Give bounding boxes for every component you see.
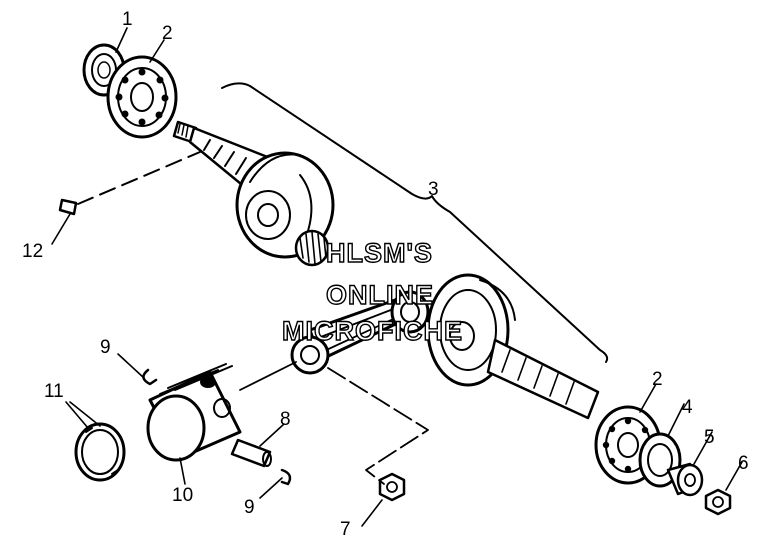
label-part-2-bottom: 2 <box>652 369 663 390</box>
label-part-7: 7 <box>340 519 351 540</box>
leader-lines <box>51 27 743 527</box>
crankpin-needle-bearing <box>294 229 330 267</box>
label-part-6: 6 <box>738 453 749 474</box>
collar <box>666 462 704 497</box>
piston <box>146 363 242 462</box>
label-part-10: 10 <box>172 485 194 506</box>
piston-rings <box>74 422 126 482</box>
label-part-9-bottom: 9 <box>244 497 255 518</box>
piston-pin <box>230 438 272 468</box>
label-part-12: 12 <box>22 241 44 262</box>
circlip-bottom <box>280 468 292 486</box>
crankshaft-right-half <box>426 273 600 420</box>
label-part-2-top: 2 <box>162 23 173 44</box>
label-part-1: 1 <box>122 9 133 30</box>
circlip-top <box>142 368 158 386</box>
label-part-5: 5 <box>704 427 715 448</box>
label-part-3: 3 <box>428 179 439 200</box>
label-part-11: 11 <box>44 381 64 402</box>
crankshaft-assembly-bracket <box>221 82 609 363</box>
label-part-4: 4 <box>682 397 693 418</box>
label-part-9-top: 9 <box>100 337 111 358</box>
shaft-nut <box>704 488 732 516</box>
bearing-top <box>106 55 178 139</box>
label-part-8: 8 <box>280 409 291 430</box>
woodruff-key <box>58 151 201 216</box>
assembly-guide-lines <box>239 361 429 485</box>
rod-nut <box>378 472 406 502</box>
connecting-rod <box>290 290 430 375</box>
crankshaft-left-half <box>172 120 335 267</box>
